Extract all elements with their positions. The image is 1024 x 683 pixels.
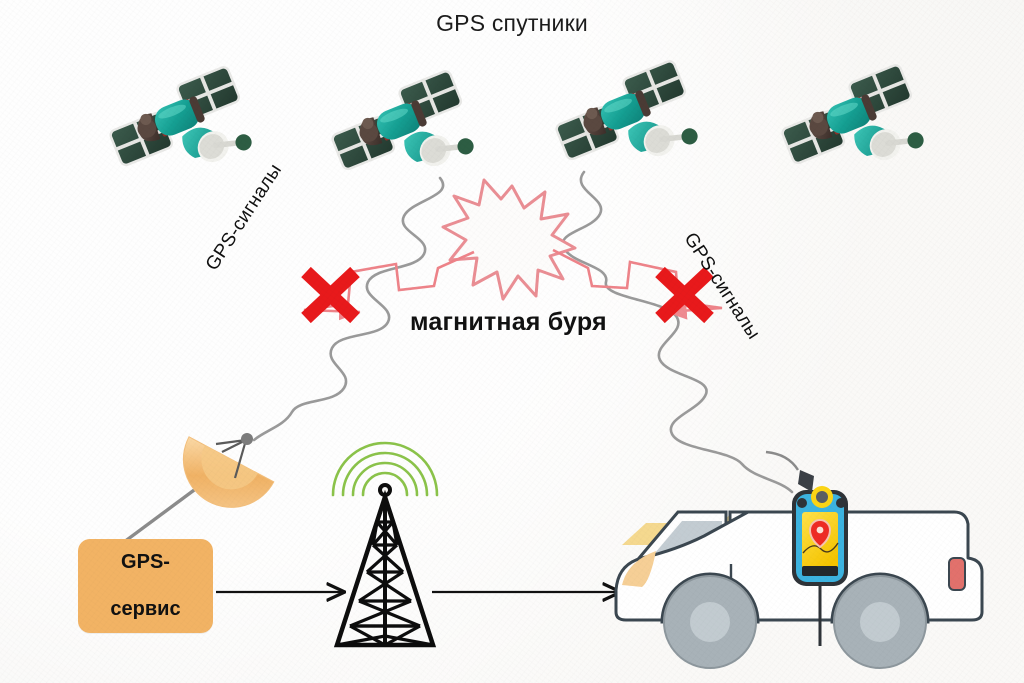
satellite-2 [329,67,480,182]
gps-service-line2: сервис [110,597,181,620]
gps-navigator-device [765,450,848,646]
magnetic-storm-label: магнитная буря [410,308,607,336]
storm-bolt-right [552,248,723,320]
car-wheel-rear [833,575,927,669]
satellite-1 [107,63,258,178]
magnetic-storm-burst [441,178,577,301]
gps-service-box[interactable]: GPS-сервис [78,539,213,633]
car-wheel-front [663,575,757,669]
gps-service-line1: GPS- [121,550,170,573]
satellite-4 [779,61,930,176]
page-title: GPS спутники [436,10,588,36]
tower-signal-waves [331,441,439,497]
cross-mark-left [301,266,360,324]
gps-service-label: GPS-сервис [110,551,180,622]
satellite-3 [553,57,704,172]
cross-mark-right [655,266,714,324]
satellite-dish [118,433,275,547]
signal-wave-left [252,176,445,442]
radio-tower [331,441,439,648]
signal-wave-right [561,170,794,494]
